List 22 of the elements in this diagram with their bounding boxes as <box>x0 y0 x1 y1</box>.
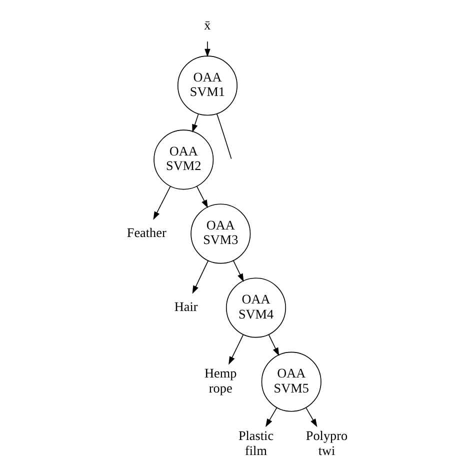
connector <box>216 113 232 160</box>
node-circle: OAA SVM1 <box>176 56 237 116</box>
arrow <box>204 41 210 58</box>
node-text: Polypro twi <box>305 428 348 458</box>
node-text: Feather <box>126 224 166 240</box>
arrow <box>192 114 198 133</box>
arrow <box>196 186 208 208</box>
node-text: Hemp rope <box>204 365 236 396</box>
arrow <box>268 334 279 356</box>
node-circle: OAA SVM3 <box>190 204 250 264</box>
arrow <box>265 407 277 428</box>
arrow <box>228 334 244 365</box>
node-text: x̄ <box>204 18 210 33</box>
node-circle: OAA SVM5 <box>260 352 321 412</box>
node-circle: OAA SVM2 <box>153 130 214 190</box>
node-text: Hair <box>174 298 198 314</box>
arrow <box>305 407 317 428</box>
node-circle: OAA SVM4 <box>225 278 286 338</box>
arrow <box>152 186 170 220</box>
arrow <box>232 260 244 282</box>
arrow <box>192 260 208 294</box>
node-text: Plastic film <box>238 428 274 458</box>
